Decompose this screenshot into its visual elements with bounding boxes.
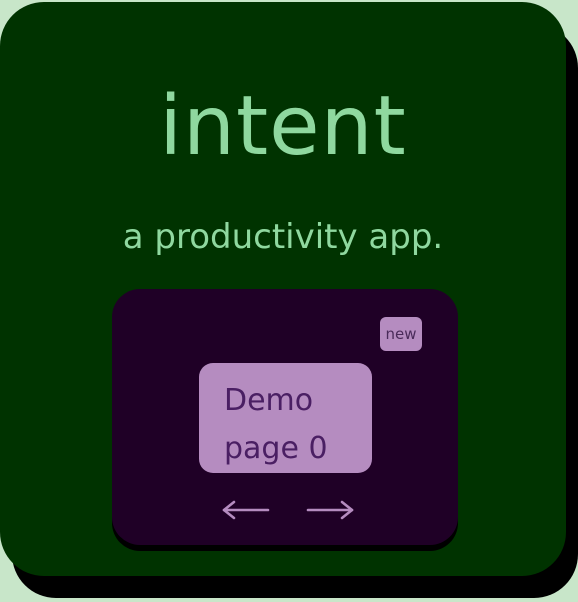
app-title: intent [159, 79, 407, 174]
previous-page-button[interactable] [220, 495, 272, 525]
next-page-button[interactable] [304, 495, 356, 525]
page-card-title: Demo [224, 383, 314, 418]
app-window: intent a productivity app. new Demo page… [0, 2, 566, 576]
new-page-button[interactable]: new [380, 317, 422, 351]
arrow-right-icon [306, 500, 354, 520]
demo-panel: new Demo page 0 [112, 289, 458, 545]
app-subtitle: a productivity app. [122, 217, 444, 257]
page-card-number: page 0 [224, 431, 328, 466]
arrow-left-icon [222, 500, 270, 520]
page-navigation [220, 495, 360, 525]
demo-page-card[interactable]: Demo page 0 [199, 363, 372, 473]
